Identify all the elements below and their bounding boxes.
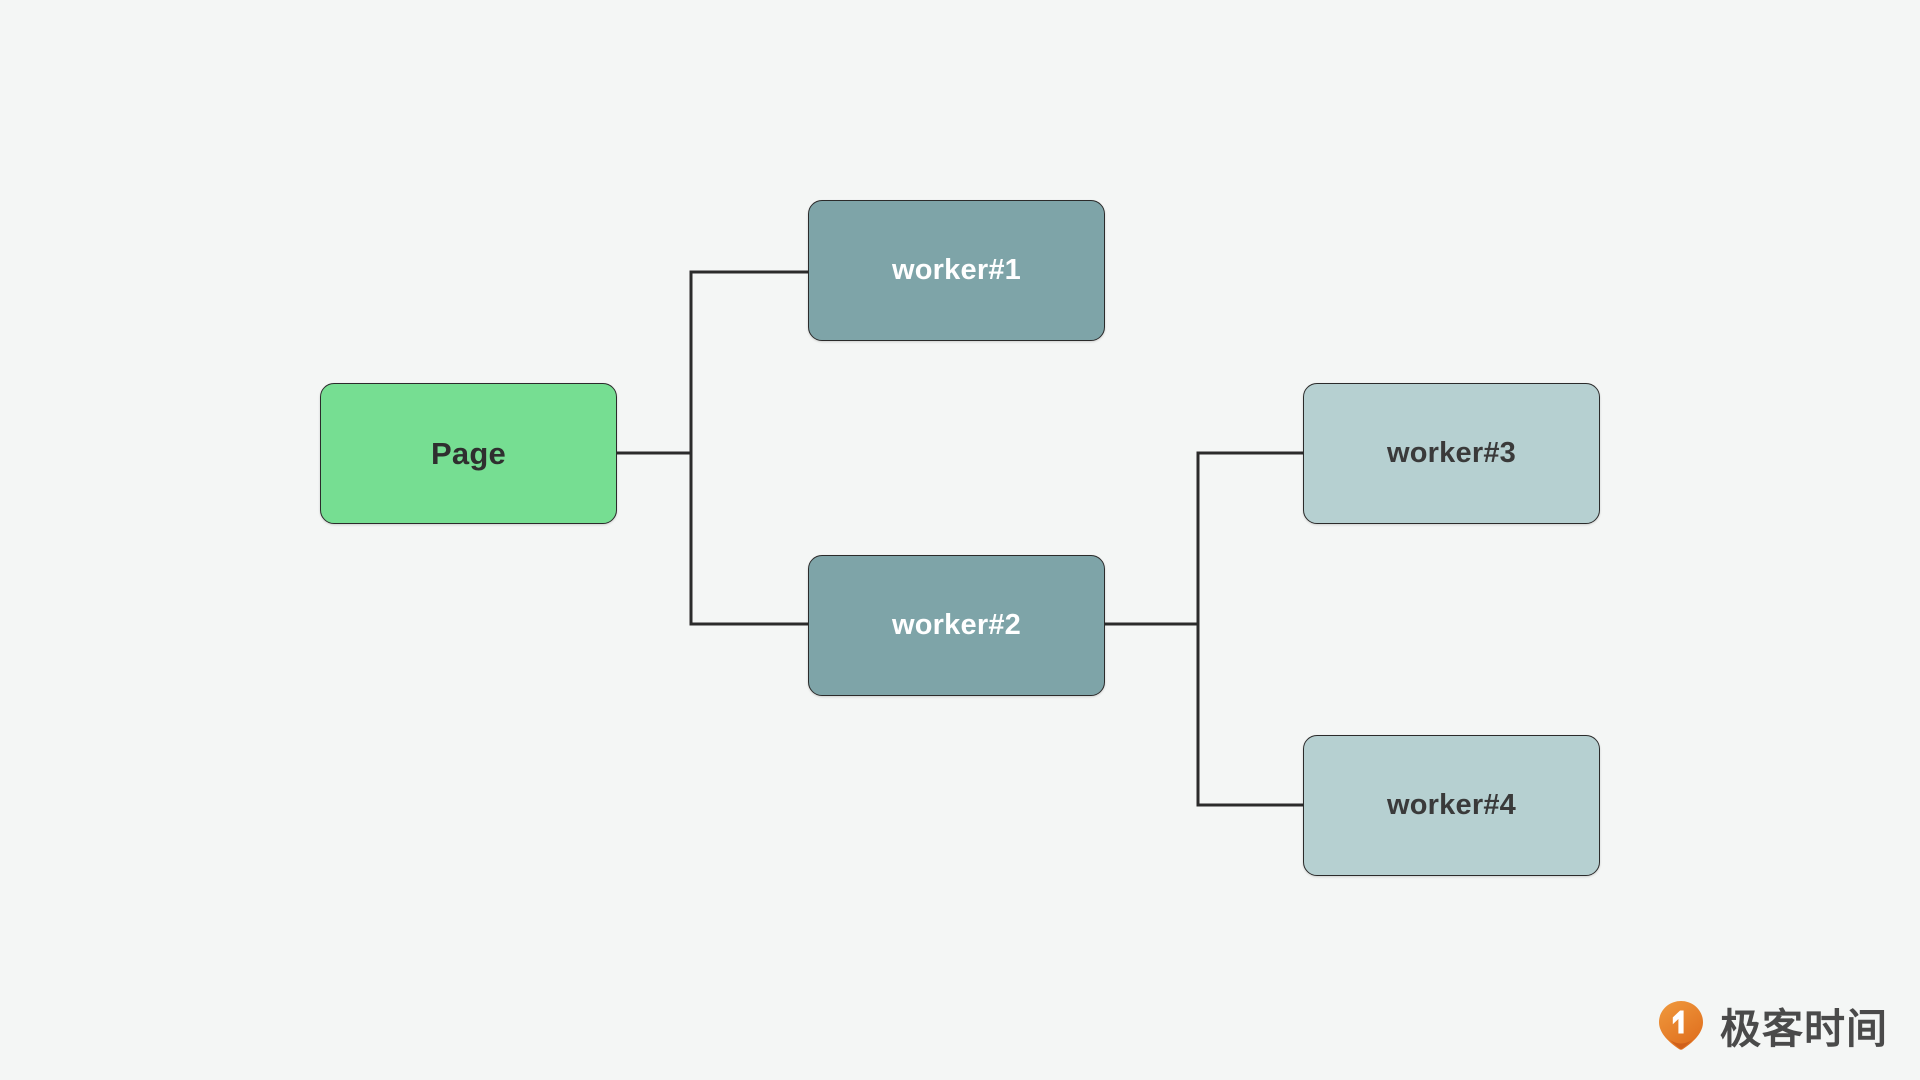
node-worker1-label: worker#1 — [892, 254, 1021, 286]
node-page[interactable]: Page — [320, 383, 617, 524]
node-worker2-label: worker#2 — [892, 609, 1021, 641]
brand-name: 极客时间 — [1720, 1005, 1888, 1053]
node-worker3[interactable]: worker#3 — [1303, 383, 1600, 524]
node-worker1[interactable]: worker#1 — [808, 200, 1105, 341]
node-worker4[interactable]: worker#4 — [1303, 735, 1600, 876]
node-worker2[interactable]: worker#2 — [808, 555, 1105, 696]
node-worker4-label: worker#4 — [1387, 789, 1516, 821]
node-page-label: Page — [431, 435, 506, 471]
brand-watermark: 极客时间 — [1655, 995, 1888, 1055]
node-worker3-label: worker#3 — [1387, 437, 1516, 469]
geektime-logo-icon — [1655, 999, 1707, 1051]
